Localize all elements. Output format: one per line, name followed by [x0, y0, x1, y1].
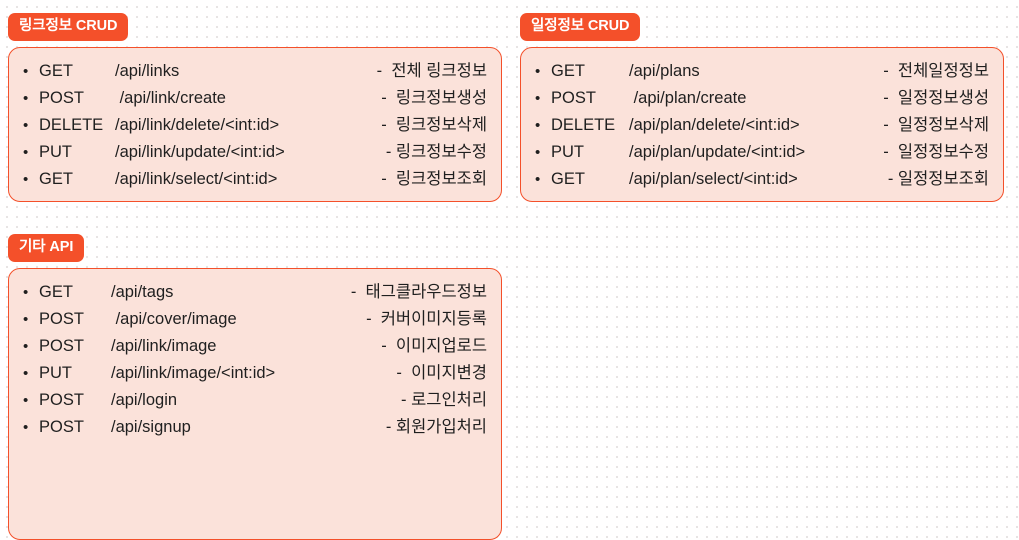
http-method: GET — [39, 282, 73, 301]
section-badge-link-crud: 링크정보 CRUD — [8, 13, 129, 41]
endpoint-description: - 일정정보생성 — [883, 88, 989, 107]
endpoint-row: • GET /api/links - 전체 링크정보 — [23, 58, 487, 85]
endpoint-row: • POST /api/cover/image - 커버이미지등록 — [23, 306, 487, 333]
endpoint-path: /api/link/image/<int:id> — [111, 363, 276, 382]
http-method: POST — [39, 309, 84, 328]
endpoint-path: /api/plan/update/<int:id> — [629, 142, 806, 161]
section-plan-crud: 일정정보 CRUD • GET /api/plans - 전체일정정보 • PO… — [520, 13, 1004, 202]
bullet-icon: • — [23, 391, 29, 409]
http-method: GET — [551, 61, 585, 80]
http-method: POST — [39, 417, 84, 436]
bullet-icon: • — [23, 418, 29, 436]
endpoint-row: • PUT /api/plan/update/<int:id> - 일정정보수정 — [535, 139, 989, 166]
endpoint-row: • POST /api/login - 로그인처리 — [23, 387, 487, 414]
section-etc-api: 기타 API • GET /api/tags - 태그클라우드정보 • POST… — [8, 234, 502, 540]
http-method: POST — [39, 88, 84, 107]
http-method: POST — [551, 88, 596, 107]
http-method: GET — [551, 169, 585, 188]
bullet-icon: • — [23, 337, 29, 355]
endpoint-path: /api/login — [111, 390, 178, 409]
endpoint-path: /api/plan/delete/<int:id> — [629, 115, 800, 134]
endpoint-path: /api/plan/select/<int:id> — [629, 169, 798, 188]
endpoint-list-plan-crud: • GET /api/plans - 전체일정정보 • POST /api/pl… — [535, 58, 989, 193]
bullet-icon: • — [23, 310, 29, 328]
endpoint-row: • PUT /api/link/image/<int:id> - 이미지변경 — [23, 360, 487, 387]
http-method: PUT — [39, 142, 72, 161]
endpoint-description: - 전체일정정보 — [883, 61, 989, 80]
bullet-icon: • — [23, 116, 29, 134]
card-empty-space — [23, 441, 487, 467]
endpoint-row: • DELETE /api/link/delete/<int:id> - 링크정… — [23, 112, 487, 139]
endpoint-description: - 일정정보삭제 — [883, 115, 989, 134]
http-method: DELETE — [39, 115, 104, 134]
endpoint-path: /api/link/update/<int:id> — [115, 142, 285, 161]
endpoint-description: - 로그인처리 — [401, 390, 487, 409]
endpoint-description: - 태그클라우드정보 — [350, 282, 487, 301]
endpoint-row: • GET /api/tags - 태그클라우드정보 — [23, 279, 487, 306]
endpoint-path: /api/tags — [111, 282, 174, 301]
endpoint-row: • POST /api/plan/create - 일정정보생성 — [535, 85, 989, 112]
endpoint-path: /api/link/image — [111, 336, 217, 355]
bullet-icon: • — [23, 143, 29, 161]
card-empty-space — [23, 467, 487, 493]
endpoint-description: - 일정정보조회 — [887, 169, 989, 188]
endpoint-description: - 링크정보수정 — [385, 142, 487, 161]
endpoint-description: - 링크정보생성 — [381, 88, 487, 107]
http-method: GET — [39, 169, 73, 188]
http-method: POST — [39, 390, 84, 409]
http-method: DELETE — [551, 115, 616, 134]
section-link-crud: 링크정보 CRUD • GET /api/links - 전체 링크정보 • P… — [8, 13, 502, 202]
bullet-icon: • — [23, 170, 29, 188]
endpoint-list-link-crud: • GET /api/links - 전체 링크정보 • POST /api/l… — [23, 58, 487, 193]
endpoint-description: - 링크정보삭제 — [381, 115, 487, 134]
card-plan-crud: • GET /api/plans - 전체일정정보 • POST /api/pl… — [520, 46, 1004, 202]
endpoint-description: - 이미지변경 — [396, 363, 487, 382]
card-etc-api: • GET /api/tags - 태그클라우드정보 • POST /api/c… — [8, 267, 502, 540]
endpoint-row: • GET /api/plan/select/<int:id> - 일정정보조회 — [535, 166, 989, 193]
endpoint-path: /api/link/create — [115, 88, 226, 107]
endpoint-row: • GET /api/link/select/<int:id> - 링크정보조회 — [23, 166, 487, 193]
endpoint-path: /api/links — [115, 61, 180, 80]
endpoint-path: /api/signup — [111, 417, 191, 436]
http-method: POST — [39, 336, 84, 355]
bullet-icon: • — [535, 89, 541, 107]
endpoint-description: - 회원가입처리 — [385, 417, 487, 436]
endpoint-path: /api/cover/image — [111, 309, 237, 328]
section-badge-etc-api: 기타 API — [8, 234, 85, 262]
bullet-icon: • — [535, 143, 541, 161]
api-spec-board: 링크정보 CRUD • GET /api/links - 전체 링크정보 • P… — [8, 13, 1004, 540]
endpoint-row: • DELETE /api/plan/delete/<int:id> - 일정정… — [535, 112, 989, 139]
endpoint-list-etc-api: • GET /api/tags - 태그클라우드정보 • POST /api/c… — [23, 279, 487, 493]
endpoint-row: • POST /api/signup - 회원가입처리 — [23, 414, 487, 441]
bullet-icon: • — [23, 62, 29, 80]
bullet-icon: • — [535, 116, 541, 134]
endpoint-row: • PUT /api/link/update/<int:id> - 링크정보수정 — [23, 139, 487, 166]
endpoint-description: - 링크정보조회 — [381, 169, 487, 188]
endpoint-row: • POST /api/link/image - 이미지업로드 — [23, 333, 487, 360]
http-method: GET — [39, 61, 73, 80]
endpoint-description: - 커버이미지등록 — [366, 309, 487, 328]
bullet-icon: • — [23, 364, 29, 382]
bullet-icon: • — [23, 89, 29, 107]
card-link-crud: • GET /api/links - 전체 링크정보 • POST /api/l… — [8, 46, 502, 202]
endpoint-path: /api/link/select/<int:id> — [115, 169, 278, 188]
endpoint-path: /api/plans — [629, 61, 700, 80]
bullet-icon: • — [535, 62, 541, 80]
endpoint-path: /api/link/delete/<int:id> — [115, 115, 280, 134]
endpoint-row: • POST /api/link/create - 링크정보생성 — [23, 85, 487, 112]
endpoint-description: - 전체 링크정보 — [376, 61, 487, 80]
section-badge-plan-crud: 일정정보 CRUD — [520, 13, 641, 41]
endpoint-path: /api/plan/create — [629, 88, 747, 107]
endpoint-row: • GET /api/plans - 전체일정정보 — [535, 58, 989, 85]
http-method: PUT — [39, 363, 72, 382]
endpoint-description: - 이미지업로드 — [381, 336, 487, 355]
endpoint-description: - 일정정보수정 — [883, 142, 989, 161]
bullet-icon: • — [23, 283, 29, 301]
http-method: PUT — [551, 142, 584, 161]
bullet-icon: • — [535, 170, 541, 188]
